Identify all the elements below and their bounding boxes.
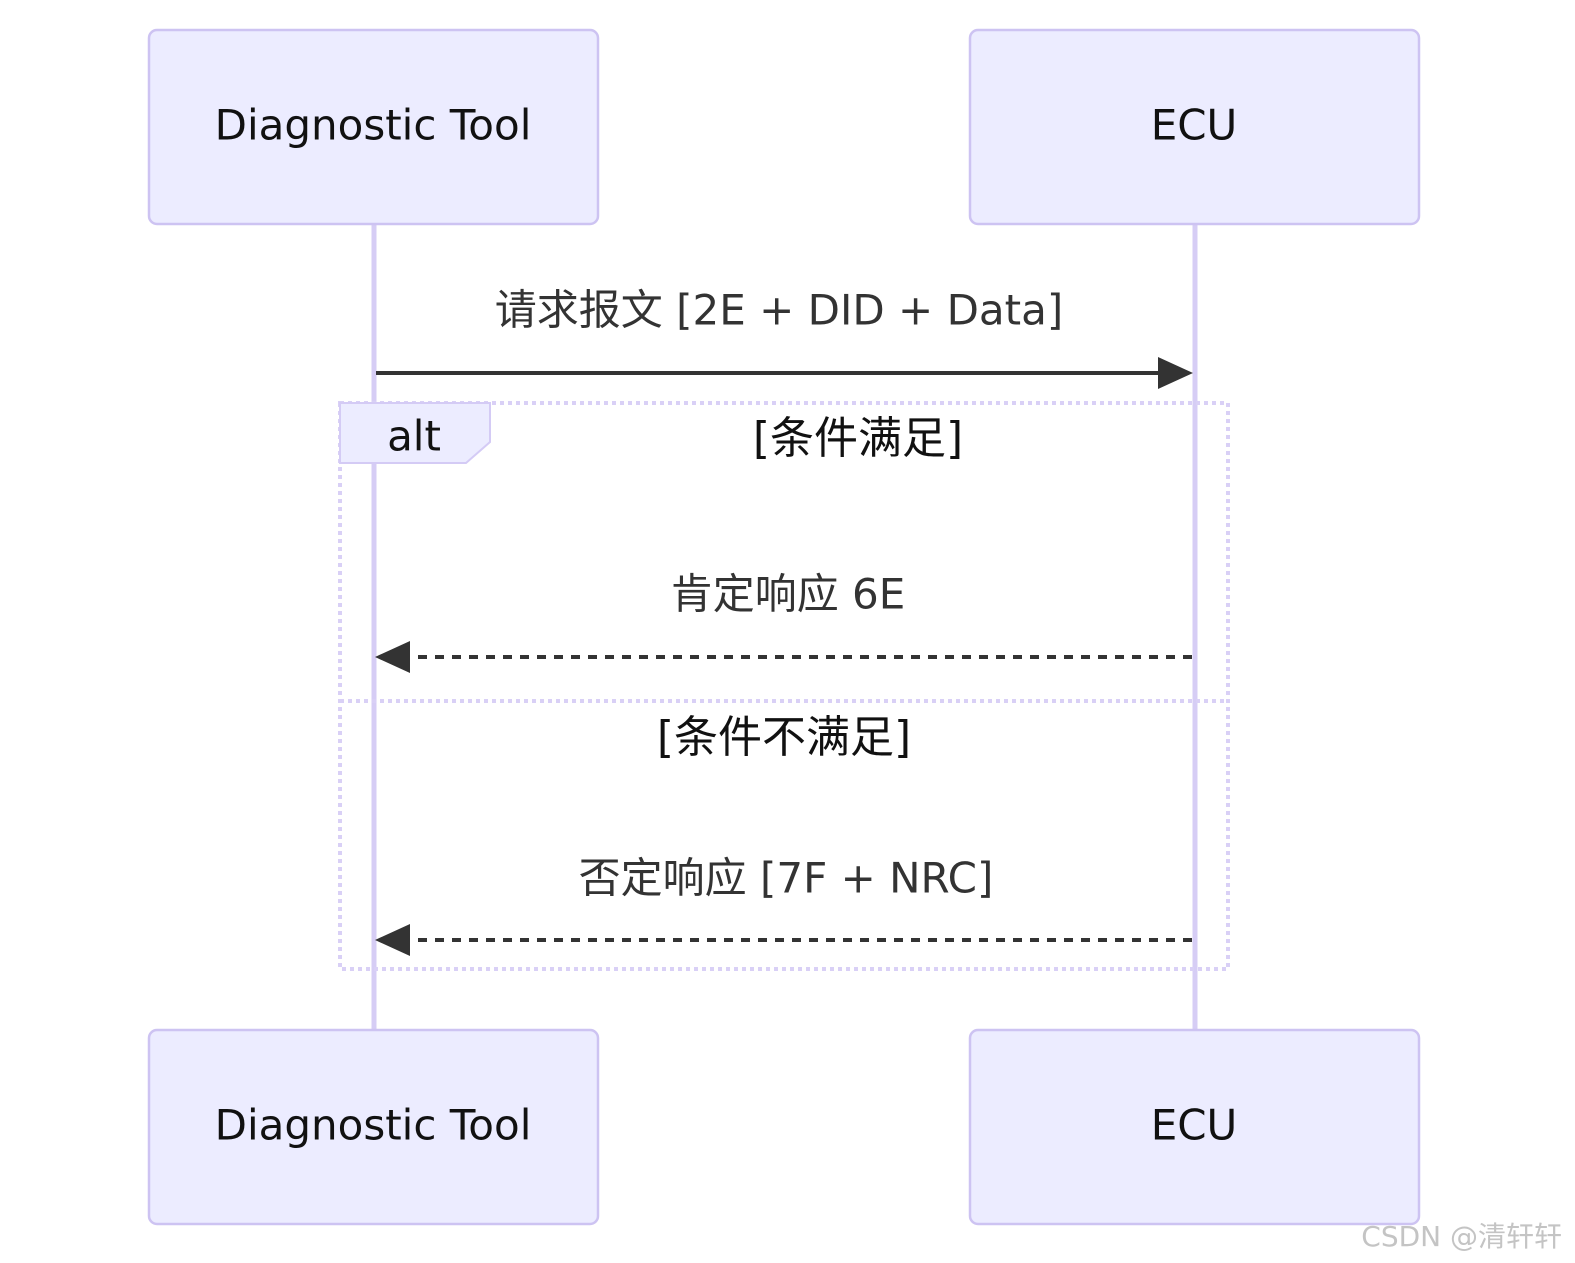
arrowhead-left-icon	[375, 641, 410, 673]
arrowhead-left-icon	[375, 924, 410, 956]
message-positive-response: 肯定响应 6E	[375, 570, 1192, 673]
actor-bottom-diagnostic-tool: Diagnostic Tool	[147, 1028, 600, 1226]
actor-bottom-ecu: ECU	[968, 1028, 1421, 1226]
actor-label: Diagnostic Tool	[215, 101, 532, 150]
alt-frame-tab	[339, 402, 491, 464]
actor-top-ecu: ECU	[968, 28, 1421, 226]
alt-keyword: alt	[387, 412, 441, 461]
actor-label: Diagnostic Tool	[215, 1101, 532, 1150]
actor-box	[147, 1028, 600, 1226]
actor-top-diagnostic-tool: Diagnostic Tool	[147, 28, 600, 226]
message-label: 否定响应 [7F + NRC]	[579, 854, 994, 903]
message-negative-response: 否定响应 [7F + NRC]	[375, 854, 1192, 956]
arrowhead-right-icon	[1158, 357, 1193, 389]
actor-box	[968, 1028, 1421, 1226]
alt-frame-border	[338, 401, 1230, 971]
message-request: 请求报文 [2E + DID + Data]	[376, 286, 1193, 389]
alt-condition-1: [条件满足]	[753, 413, 963, 464]
message-label: 请求报文 [2E + DID + Data]	[495, 286, 1064, 335]
actor-box	[968, 28, 1421, 226]
actor-label: ECU	[1151, 101, 1238, 150]
message-label: 肯定响应 6E	[671, 570, 906, 619]
watermark: CSDN @清轩轩	[1361, 1220, 1562, 1253]
alt-condition-2: [条件不满足]	[657, 712, 911, 763]
alt-frame: alt [条件满足] [条件不满足]	[338, 401, 1230, 971]
actor-box	[147, 28, 600, 226]
actor-label: ECU	[1151, 1101, 1238, 1150]
